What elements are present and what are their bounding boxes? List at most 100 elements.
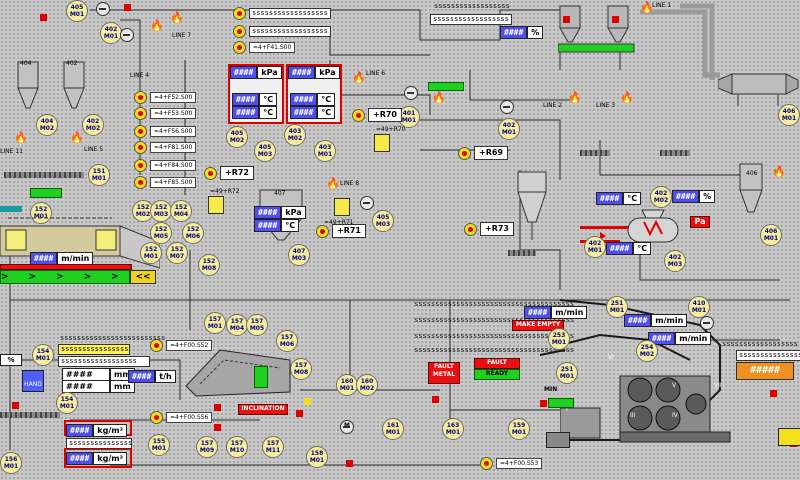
tag-row[interactable]: =4+F00.S52 bbox=[150, 338, 213, 352]
conveyor-direction[interactable]: >>>>> bbox=[0, 270, 139, 284]
tag-row[interactable]: =4+F41.S00 bbox=[233, 40, 296, 54]
roll-label: IV bbox=[672, 412, 678, 419]
motor-icon[interactable] bbox=[700, 316, 714, 330]
tag-row[interactable]: =4+F85.S00 bbox=[134, 175, 197, 189]
tag-row[interactable]: =4+F84.S00 bbox=[134, 158, 197, 172]
valve-button[interactable]: +R69 bbox=[458, 146, 508, 160]
motor-icon[interactable] bbox=[360, 196, 374, 210]
conveyor bbox=[508, 250, 536, 256]
valve-button[interactable]: +R71 bbox=[316, 224, 366, 238]
status-square bbox=[540, 400, 547, 407]
motor-icon[interactable] bbox=[404, 86, 418, 100]
valve-button[interactable]: +R73 bbox=[464, 222, 514, 236]
tag-row[interactable]: =4+F00.S56 bbox=[150, 410, 213, 424]
direction-indicator bbox=[30, 188, 62, 198]
conveyor bbox=[0, 412, 60, 418]
indicator-lamp-icon bbox=[316, 224, 329, 238]
tag-row[interactable]: =4+F00.S53 bbox=[480, 456, 543, 470]
description-string: ssssssssssssssssss bbox=[249, 7, 331, 19]
fire-icon: 🔥 bbox=[70, 131, 84, 144]
line-label: LINE 11 bbox=[0, 148, 23, 155]
description-string: ssssssssssssssssssssssssssssssssssssss bbox=[414, 316, 575, 324]
tag-label: =4+F53.S00 bbox=[150, 107, 197, 119]
tag-row[interactable]: =4+F53.S00 bbox=[134, 106, 197, 120]
valve-button[interactable]: +R70 bbox=[352, 108, 402, 122]
tag-row[interactable]: =4+F56.S00 bbox=[134, 124, 197, 138]
motor-icon[interactable] bbox=[340, 420, 354, 434]
temperature-display: ####°C bbox=[290, 93, 336, 106]
inclination-control[interactable] bbox=[254, 366, 268, 388]
reverse-button[interactable]: << bbox=[130, 270, 156, 284]
temperature-display: ####°C bbox=[596, 192, 642, 205]
indicator-lamp-icon bbox=[134, 124, 147, 138]
motor-icon[interactable] bbox=[96, 2, 110, 16]
hand-mode-button[interactable]: HAND bbox=[22, 370, 44, 392]
motor-icon[interactable] bbox=[120, 28, 134, 42]
make-empty-button[interactable]: MAKE EMPTY bbox=[512, 320, 564, 331]
tag-row[interactable]: =4+F81.S00 bbox=[134, 140, 197, 154]
valve-icon[interactable] bbox=[334, 198, 350, 216]
fire-icon: 🔥 bbox=[620, 91, 634, 104]
pressure-display: ####kPa bbox=[254, 206, 306, 219]
valve-icon[interactable] bbox=[208, 196, 224, 214]
tag-row[interactable]: =4+F52.S00 bbox=[134, 90, 197, 104]
valve-icon[interactable] bbox=[374, 134, 390, 152]
tag-row[interactable]: ssssssssssssssssss bbox=[233, 6, 331, 20]
status-square bbox=[432, 396, 439, 403]
description-string: ssssssssssssssssss bbox=[736, 350, 800, 361]
direction-buttons[interactable] bbox=[548, 398, 574, 408]
indicator-lamp-icon bbox=[204, 166, 217, 180]
valve-button[interactable]: +R72 bbox=[204, 166, 254, 180]
tag-row[interactable]: ssssssssssssssssss bbox=[233, 24, 331, 38]
motor-icon[interactable] bbox=[500, 100, 514, 114]
